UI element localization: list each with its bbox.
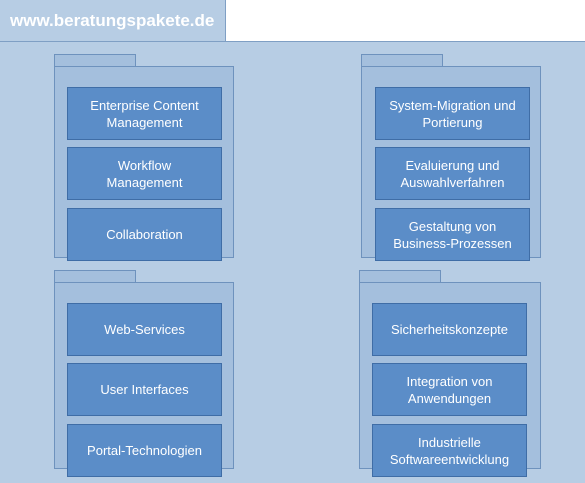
- item-sicherheitskonzepte: Sicherheitskonzepte: [372, 303, 527, 356]
- item-portal-technologien: Portal-Technologien: [67, 424, 222, 477]
- item-integration-anwendungen: Integration von Anwendungen: [372, 363, 527, 416]
- item-web-services: Web-Services: [67, 303, 222, 356]
- package-frame: System-Migration und Portierung Evaluier…: [361, 66, 541, 261]
- item-user-interfaces: User Interfaces: [67, 363, 222, 416]
- item-softwareentwicklung: Industrielle Softwareentwicklung: [372, 424, 527, 477]
- package-tab: [54, 270, 136, 282]
- package-engineering: Sicherheitskonzepte Integration von Anwe…: [359, 270, 541, 477]
- package-tab: [361, 54, 443, 66]
- item-enterprise-content-management: Enterprise Content Management: [67, 87, 222, 140]
- item-workflow-management: Workflow Management: [67, 147, 222, 200]
- site-title: www.beratungspakete.de: [0, 0, 226, 42]
- package-web-technologies: Web-Services User Interfaces Portal-Tech…: [54, 270, 234, 477]
- package-tab: [359, 270, 441, 282]
- package-tab: [54, 54, 136, 66]
- package-consulting: System-Migration und Portierung Evaluier…: [361, 54, 541, 261]
- package-frame: Enterprise Content Management Workflow M…: [54, 66, 234, 261]
- package-content-management: Enterprise Content Management Workflow M…: [54, 54, 234, 261]
- package-frame: Sicherheitskonzepte Integration von Anwe…: [359, 282, 541, 477]
- item-business-prozesse: Gestaltung von Business-Prozessen: [375, 208, 530, 261]
- item-system-migration: System-Migration und Portierung: [375, 87, 530, 140]
- item-collaboration: Collaboration: [67, 208, 222, 261]
- package-frame: Web-Services User Interfaces Portal-Tech…: [54, 282, 234, 477]
- item-evaluierung: Evaluierung und Auswahlverfahren: [375, 147, 530, 200]
